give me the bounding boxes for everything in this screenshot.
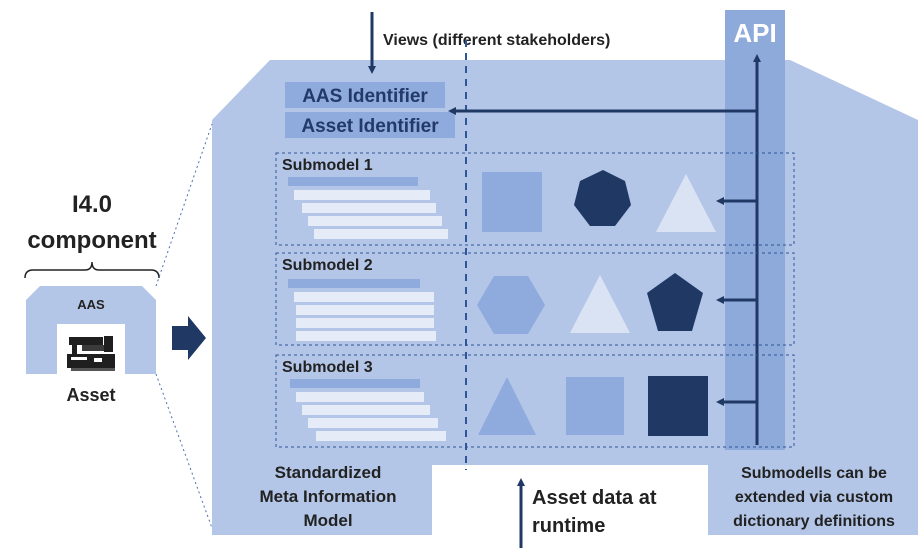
api-band [725, 10, 785, 450]
submodel-2-row [294, 292, 434, 302]
asset-small-label: Asset [66, 385, 115, 405]
shape-triangle [656, 174, 716, 232]
submodel-1-row [314, 229, 448, 239]
submodel-2-row [296, 318, 434, 328]
aas-small-label: AAS [77, 297, 105, 312]
submodel-3-row [302, 405, 430, 415]
api-label: API [733, 18, 776, 48]
asset-identifier-box [285, 112, 455, 138]
submodel-1-label: Submodel 1 [282, 157, 373, 174]
shape-hexagon [477, 276, 545, 334]
arrow-right-icon [172, 316, 206, 360]
asset-identifier-text: Asset Identifier [301, 116, 439, 137]
submodel-1-header-bar [288, 177, 418, 186]
submodel-1-row [308, 216, 442, 226]
submodel-3-row [308, 418, 438, 428]
shape-pentagon [647, 273, 703, 331]
submodel-1-row [294, 190, 430, 200]
meta-info-line-1: Standardized [275, 463, 382, 482]
aas-identifier-text: AAS Identifier [302, 86, 428, 107]
submodel-2-row [296, 305, 434, 315]
asset-data-line-2: runtime [532, 515, 605, 537]
meta-info-line-2: Meta Information [260, 487, 397, 506]
component-title-line-2: component [27, 227, 156, 254]
extend-line-1: Submodells can be [741, 465, 887, 482]
shape-square [482, 172, 542, 232]
submodel-3-row [296, 392, 424, 402]
machine-icon [67, 336, 115, 371]
submodel-1-row [302, 203, 436, 213]
aas-small-panel [26, 286, 156, 374]
submodel-2-frame [275, 252, 795, 346]
component-brace [24, 261, 160, 279]
extend-line-3: dictionary definitions [733, 513, 895, 530]
shape-triangle [570, 275, 630, 333]
extend-line-2: extended via custom [735, 489, 893, 506]
aas-identifier-box [285, 82, 445, 108]
views-label: Views (different stakeholders) [383, 32, 610, 49]
submodel-2-row [296, 331, 436, 341]
submodel-3: Submodel 3 [275, 354, 795, 448]
shape-square [648, 376, 708, 436]
submodel-1-frame [275, 152, 795, 246]
submodel-3-header-bar [290, 379, 420, 388]
shape-triangle [478, 377, 536, 435]
submodel-2-label: Submodel 2 [282, 257, 373, 274]
shape-heptagon [574, 170, 631, 226]
submodel-3-row [316, 431, 446, 441]
shape-square [566, 377, 624, 435]
submodel-2-header-bar [288, 279, 420, 288]
submodel-2: Submodel 2 [275, 252, 795, 346]
submodel-3-frame [275, 354, 795, 448]
meta-info-line-3: Model [303, 511, 352, 530]
component-title-line-1: I4.0 [72, 191, 112, 218]
projection-line-top [155, 123, 213, 287]
submodel-1: Submodel 1 [275, 152, 795, 246]
submodel-3-label: Submodel 3 [282, 359, 373, 376]
projection-line-bottom [155, 373, 213, 529]
asset-data-line-1: Asset data at [532, 487, 657, 509]
